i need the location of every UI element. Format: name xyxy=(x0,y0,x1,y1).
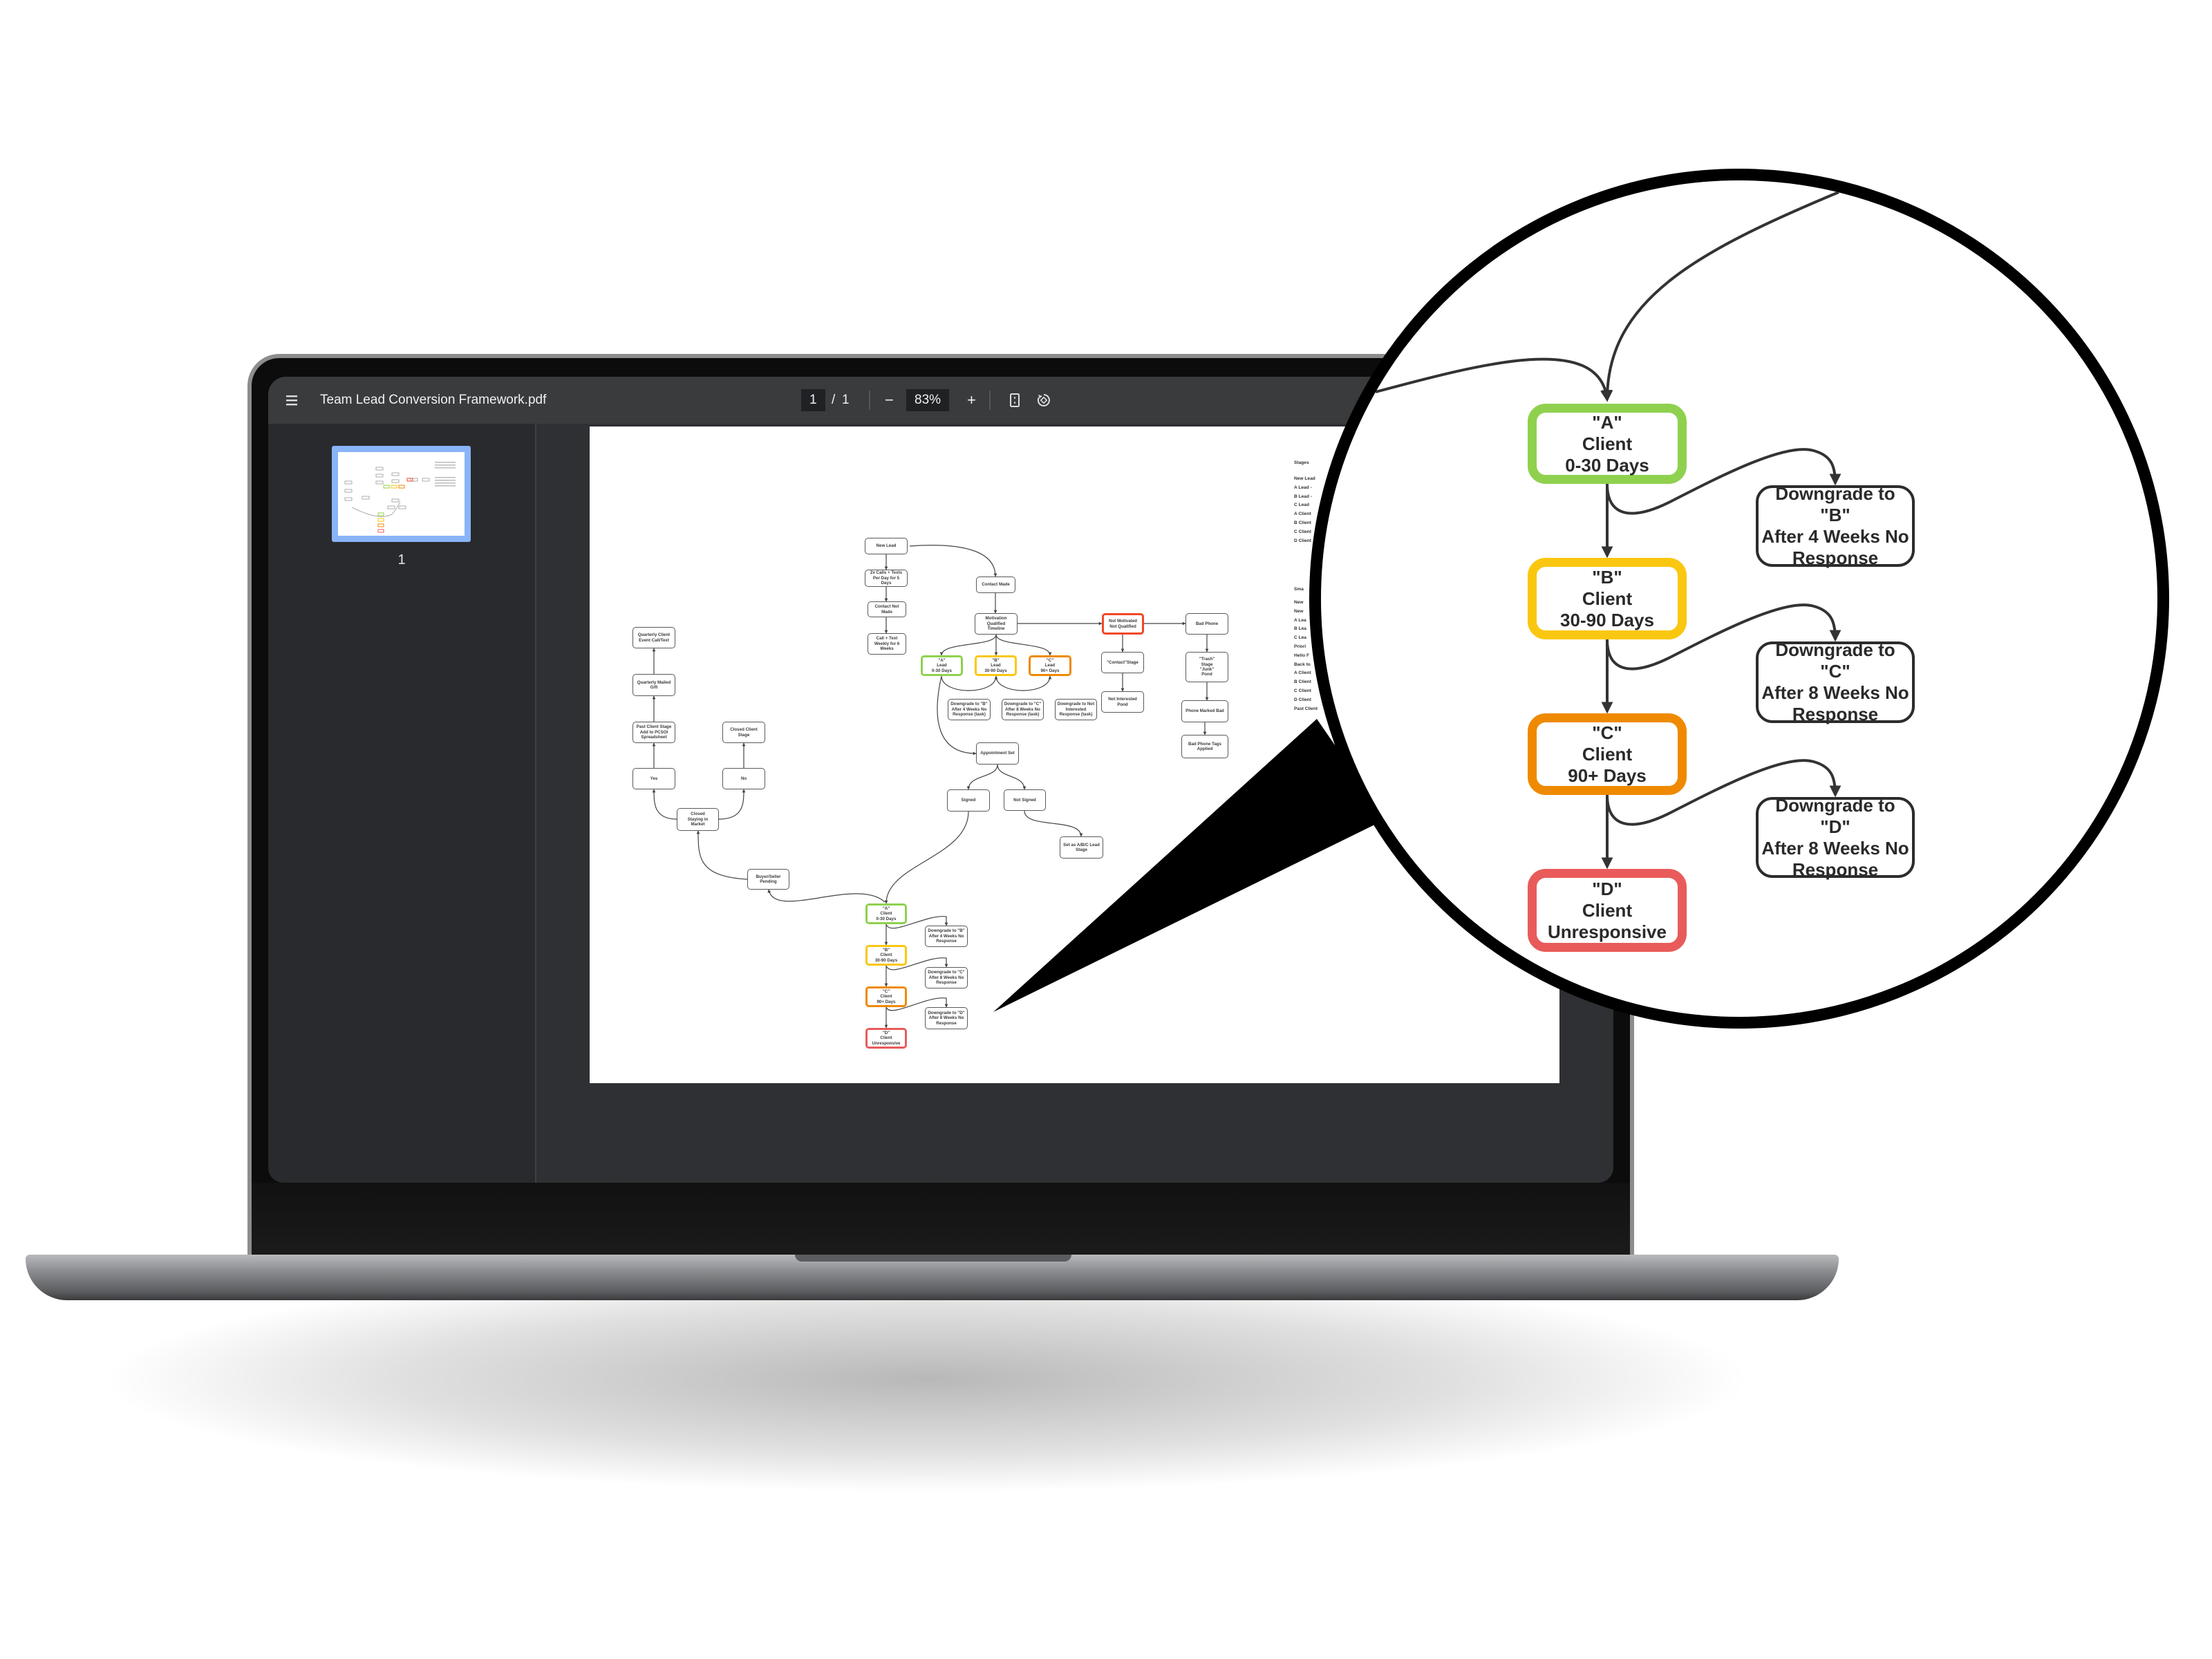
magnified-node-dg-d: Downgrade to "D" After 8 Weeks No Respon… xyxy=(1756,795,1915,880)
zoom-level-input[interactable]: 83% xyxy=(906,389,950,411)
magnified-connector xyxy=(1606,759,1841,826)
zoom-in-button[interactable]: + xyxy=(967,391,976,409)
hamburger-icon xyxy=(286,395,297,406)
magnified-node-b: "B" Client 30-90 Days xyxy=(1528,558,1687,639)
magnified-connector xyxy=(1606,448,1841,515)
toolbar-divider xyxy=(869,391,870,410)
laptop-bezel-bottom xyxy=(252,1183,1630,1255)
laptop-base xyxy=(26,1255,1839,1300)
document-title: Team Lead Conversion Framework.pdf xyxy=(320,393,547,407)
magnified-node-dg-b: Downgrade to "B" After 4 Weeks No Respon… xyxy=(1756,483,1915,568)
magnified-connector xyxy=(1601,191,1839,402)
page-total: 1 xyxy=(842,393,850,407)
toolbar-divider xyxy=(989,391,991,410)
fit-page-icon xyxy=(1010,393,1020,407)
magnified-node-c: "C" Client 90+ Days xyxy=(1528,713,1687,795)
thumbnail-sidebar: 1 xyxy=(268,424,536,1183)
rotate-button[interactable] xyxy=(1035,377,1052,424)
thumbnail-page-label: 1 xyxy=(397,552,406,568)
fit-page-button[interactable] xyxy=(1009,377,1020,424)
magnifier-circle: "A" Client 0-30 Days "B" Client 30-90 Day… xyxy=(1309,169,2169,1029)
magnified-connectors xyxy=(1375,191,1841,870)
page-number-input[interactable]: 1 xyxy=(801,389,825,411)
zoom-out-button[interactable]: − xyxy=(885,391,894,409)
thumbnail-preview xyxy=(344,462,456,533)
laptop-shadow xyxy=(97,1265,1756,1493)
page-thumbnail[interactable] xyxy=(332,446,471,542)
menu-button[interactable] xyxy=(285,377,300,424)
magnified-node-d: "D" Client Unresponsive xyxy=(1528,869,1687,952)
page-separator: / xyxy=(832,393,836,407)
magnified-node-a: "A" Client 0-30 Days xyxy=(1528,404,1687,484)
rotate-icon xyxy=(1037,394,1050,406)
magnified-connector xyxy=(1606,603,1841,671)
magnified-node-dg-c: Downgrade to "C" After 8 Weeks No Respon… xyxy=(1756,639,1915,724)
laptop-opening-notch xyxy=(795,1255,1071,1262)
magnified-connector xyxy=(1375,357,1612,402)
